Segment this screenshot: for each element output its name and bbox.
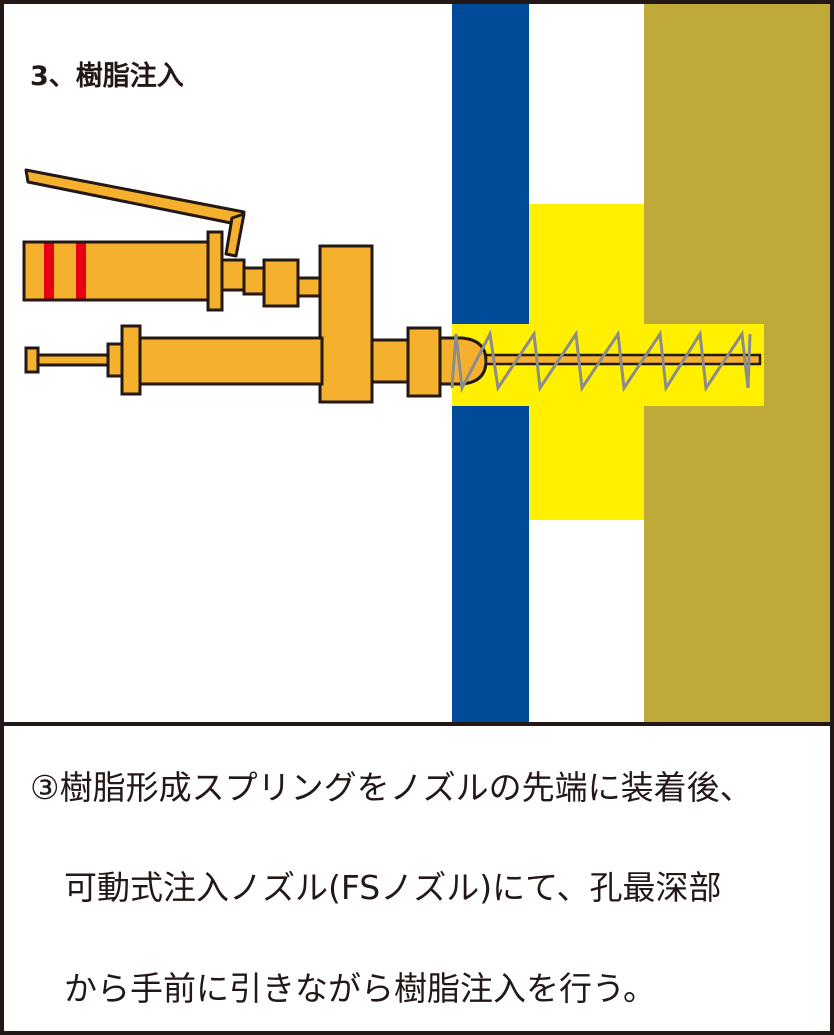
diagram-svg — [22, 4, 830, 724]
cartridge-red-stripe-2 — [76, 242, 86, 300]
step-title: 3、樹脂注入 — [30, 61, 184, 92]
plunger-knob — [24, 346, 40, 374]
gun-lever-link — [224, 212, 246, 258]
resin-forming-spring — [450, 329, 752, 394]
diagram-area: 3、樹脂注入 — [4, 4, 830, 724]
plunger-collar — [106, 342, 124, 378]
section-divider — [0, 722, 834, 726]
nozzle-housing — [370, 338, 410, 384]
pump-connector — [296, 276, 324, 298]
cartridge-neck — [220, 258, 246, 292]
pump-block-small — [242, 266, 266, 296]
gun-lever-arm — [24, 168, 246, 226]
description-line-1: ③樹脂形成スプリングをノズルの先端に装着後、 — [30, 768, 753, 807]
cartridge-collar — [206, 230, 224, 312]
cartridge-red-stripe-1 — [44, 242, 54, 300]
nozzle-rod — [484, 353, 762, 366]
barrel-flange — [120, 324, 142, 396]
pump-block — [262, 258, 300, 308]
description-panel: ③樹脂形成スプリングをノズルの先端に装着後、 可動式注入ノズル(FSノズル)にて… — [0, 726, 834, 1031]
plunger-rod — [36, 353, 112, 367]
description-line-2: 可動式注入ノズル(FSノズル)にて、孔最深部 — [64, 868, 722, 907]
manifold-block — [318, 244, 374, 404]
injection-barrel — [138, 336, 324, 386]
description-line-3: から手前に引きながら樹脂注入を行う。 — [64, 969, 657, 1008]
nozzle-collar — [406, 326, 442, 398]
fs-nozzle-tip — [438, 336, 488, 386]
